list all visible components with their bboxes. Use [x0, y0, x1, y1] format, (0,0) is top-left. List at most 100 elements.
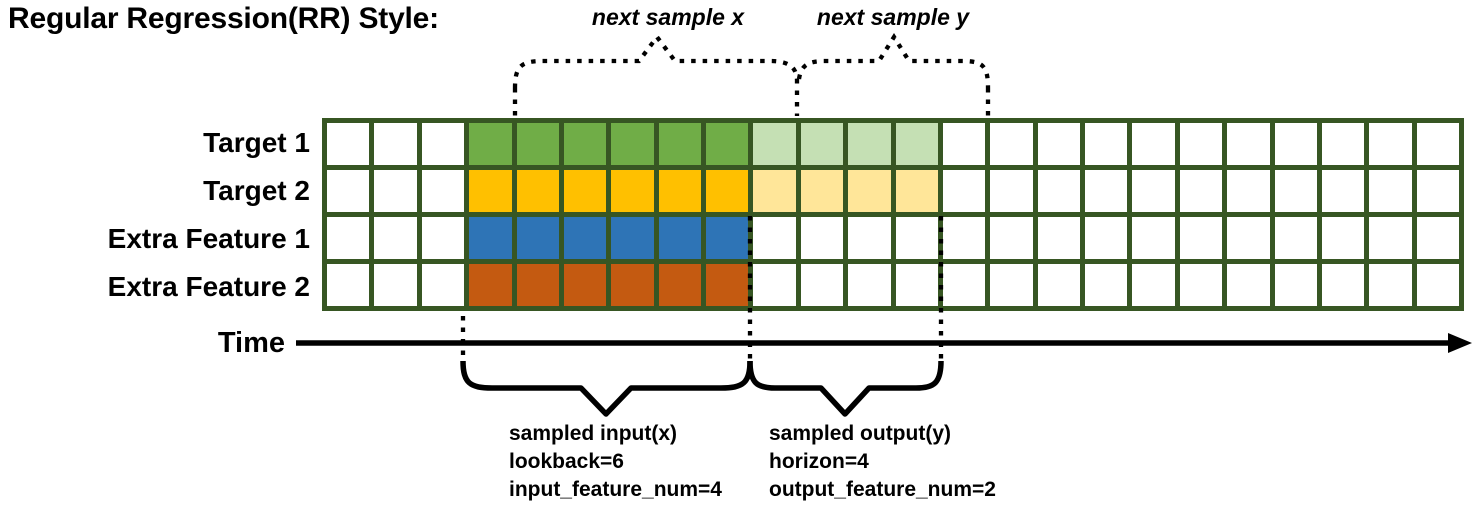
grid-cell [753, 264, 796, 306]
grid-cell [706, 217, 749, 259]
grid-cell [848, 170, 891, 212]
grid-cell [1274, 170, 1317, 212]
grid-cell [563, 170, 607, 212]
grid-cell [421, 217, 465, 259]
grid-cell [1132, 170, 1175, 212]
grid-cell [1037, 170, 1080, 212]
grid-cell [611, 217, 654, 259]
next-sample-x-label: next sample x [591, 4, 745, 30]
grid-cell [1227, 264, 1270, 306]
grid-cell [421, 170, 465, 212]
grid-cell [327, 170, 370, 212]
grid-cell [1085, 123, 1128, 165]
grid-cell [895, 264, 938, 306]
grid-cell [1132, 264, 1175, 306]
grid-cell [1321, 264, 1365, 306]
next-sample-x-brace [512, 33, 800, 89]
grid-cell [1227, 123, 1270, 165]
grid-cell [1321, 123, 1365, 165]
time-series-grid [322, 118, 1464, 311]
grid-cell [1037, 217, 1080, 259]
grid-cell [563, 217, 607, 259]
grid-cell [374, 264, 417, 306]
grid-cell [1369, 217, 1412, 259]
grid-cell [1416, 123, 1459, 165]
grid-cell [942, 170, 986, 212]
grid-cell [1416, 170, 1459, 212]
grid-cell [1369, 170, 1412, 212]
row-label-extra-feature-1: Extra Feature 1 [107, 223, 310, 254]
grid-cell [848, 264, 891, 306]
grid-cell [895, 123, 938, 165]
input-feature-num-caption-line: input_feature_num=4 [509, 478, 722, 501]
sampled-input-caption: sampled input(x) lookback=6 input_featur… [509, 420, 722, 504]
grid-cell [374, 170, 417, 212]
grid-cell [327, 217, 370, 259]
page-title: Regular Regression(RR) Style: [8, 2, 439, 35]
time-axis-label: Time [217, 327, 285, 359]
grid-cell [516, 123, 559, 165]
time-axis-arrowhead [1448, 333, 1472, 353]
grid-cell [611, 123, 654, 165]
sampled-input-caption-line: sampled input(x) [509, 422, 678, 445]
lookback-caption-line: lookback=6 [509, 450, 624, 473]
row-label-target-2: Target 2 [203, 175, 310, 206]
grid-cell [848, 123, 891, 165]
grid-cell [1179, 217, 1223, 259]
grid-cell [706, 170, 749, 212]
grid-cell [1132, 217, 1175, 259]
grid-cell [706, 123, 749, 165]
grid-cell [942, 123, 986, 165]
grid-cell [990, 217, 1033, 259]
grid-cell [990, 170, 1033, 212]
sampled-output-brace [747, 360, 944, 417]
grid-cell [421, 123, 465, 165]
grid-cell [421, 264, 465, 306]
grid-cell [1274, 123, 1317, 165]
grid-cell [895, 217, 938, 259]
grid-cell [469, 123, 512, 165]
grid-cell [753, 170, 796, 212]
grid-cell [1037, 264, 1080, 306]
grid-cell [1132, 123, 1175, 165]
sampled-input-brace [460, 360, 753, 417]
grid-cell [563, 264, 607, 306]
grid-cell [1179, 264, 1223, 306]
grid-cell [753, 217, 796, 259]
grid-cell [516, 264, 559, 306]
grid-cell [1369, 123, 1412, 165]
horizon-caption-line: horizon=4 [769, 450, 869, 473]
next-sample-y-label: next sample y [816, 4, 970, 30]
sampled-output-caption: sampled output(y) horizon=4 output_featu… [769, 420, 996, 504]
grid-cell [658, 123, 701, 165]
grid-cell [327, 123, 370, 165]
grid-cell [1274, 217, 1317, 259]
grid-cell [658, 264, 701, 306]
grid-cell [1321, 217, 1365, 259]
grid-cell [658, 170, 701, 212]
grid-cell [800, 123, 844, 165]
grid-cell [800, 264, 844, 306]
grid-cell [895, 170, 938, 212]
grid-cell [800, 170, 844, 212]
grid-cell [1085, 264, 1128, 306]
grid-cell [1321, 170, 1365, 212]
sampled-output-caption-line: sampled output(y) [769, 422, 951, 445]
row-label-target-1: Target 1 [203, 127, 310, 158]
grid-cell [516, 217, 559, 259]
next-sample-y-brace [796, 32, 991, 89]
grid-cell [516, 170, 559, 212]
grid-cell [848, 217, 891, 259]
grid-cell [942, 264, 986, 306]
grid-cell [611, 170, 654, 212]
grid-cell [1037, 123, 1080, 165]
grid-cell [374, 217, 417, 259]
grid-cell [1085, 217, 1128, 259]
grid-cell [469, 217, 512, 259]
output-feature-num-caption-line: output_feature_num=2 [769, 478, 996, 501]
grid-cell [469, 264, 512, 306]
grid-cell [1416, 264, 1459, 306]
grid-cell [1416, 217, 1459, 259]
grid-cell [990, 123, 1033, 165]
